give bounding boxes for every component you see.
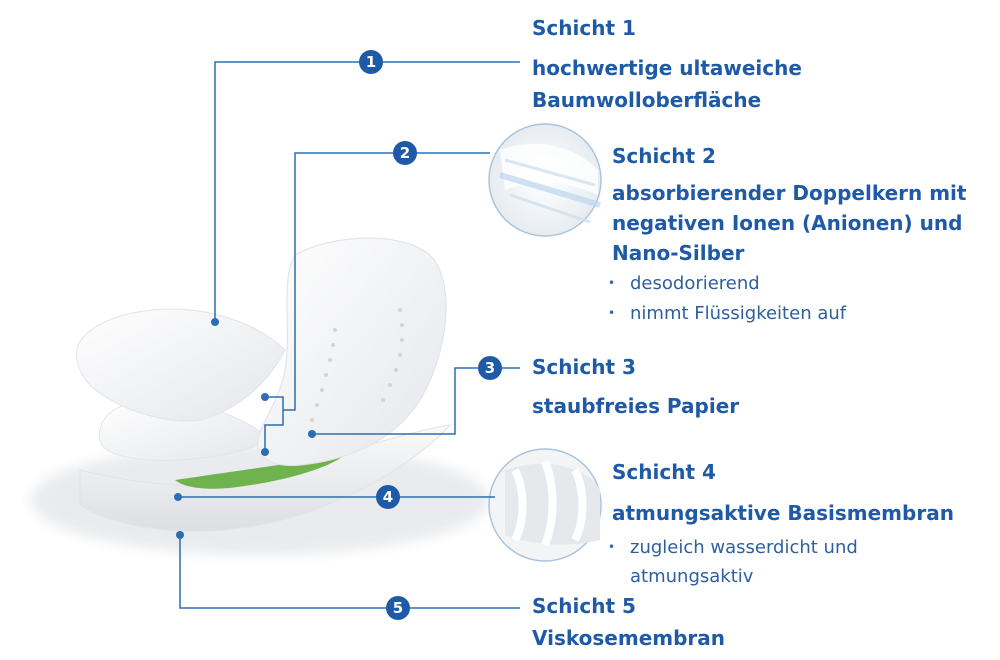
- badge-layer-3: 3: [478, 356, 502, 380]
- leader-line-1: [214, 61, 520, 322]
- layer-2-desc-line-1: absorbierender Doppelkern mit: [612, 181, 967, 205]
- leader-endpoints: [174, 318, 316, 539]
- badge-layer-5: 5: [386, 596, 410, 620]
- layer-3-desc-line-1: staubfreies Papier: [532, 394, 740, 418]
- layer-2-title: Schicht 2: [612, 144, 716, 168]
- layer-1-title: Schicht 1: [532, 16, 636, 40]
- leader-line-2-upper: [283, 152, 490, 411]
- layer-4-bullets: zugleich wasserdicht und atmungsaktiv: [606, 533, 896, 591]
- layer-2-desc-line-2: negativen Ionen (Anionen) und: [612, 211, 963, 235]
- zoom-circle-layer-4: [488, 448, 602, 562]
- pad-dotted-channels: [310, 308, 404, 422]
- badge-layer-2: 2: [393, 141, 417, 165]
- zoom-circle-layer-2: [488, 123, 602, 237]
- layer-2-bullet-1: desodorierend: [606, 269, 986, 298]
- layer-5-desc-line-1: Viskosemembran: [532, 626, 726, 650]
- layer-4-bullet-1: zugleich wasserdicht und atmungsaktiv: [606, 533, 896, 591]
- pad-upper-wing: [76, 308, 286, 422]
- layer-3-title: Schicht 3: [532, 355, 636, 379]
- badge-layer-4: 4: [376, 485, 400, 509]
- pad-main-body: [257, 237, 447, 467]
- layer-2-bullets: desodorierend nimmt Flüssigkeiten auf: [606, 269, 986, 328]
- layer-1-desc-line-1: hochwertige ultaweiche: [532, 56, 802, 80]
- layer-5-title: Schicht 5: [532, 594, 636, 618]
- layer-2-desc-line-3: Nano-Silber: [612, 241, 745, 265]
- layer-4-desc-line-1: atmungsaktive Basismembran: [612, 501, 954, 525]
- layer-2-bullet-2: nimmt Flüssigkeiten auf: [606, 299, 986, 328]
- badge-layer-1: 1: [359, 50, 383, 74]
- leader-line-2: [264, 396, 284, 452]
- layer-1-desc-line-2: Baumwolloberfläche: [532, 88, 762, 112]
- layer-4-title: Schicht 4: [612, 460, 716, 484]
